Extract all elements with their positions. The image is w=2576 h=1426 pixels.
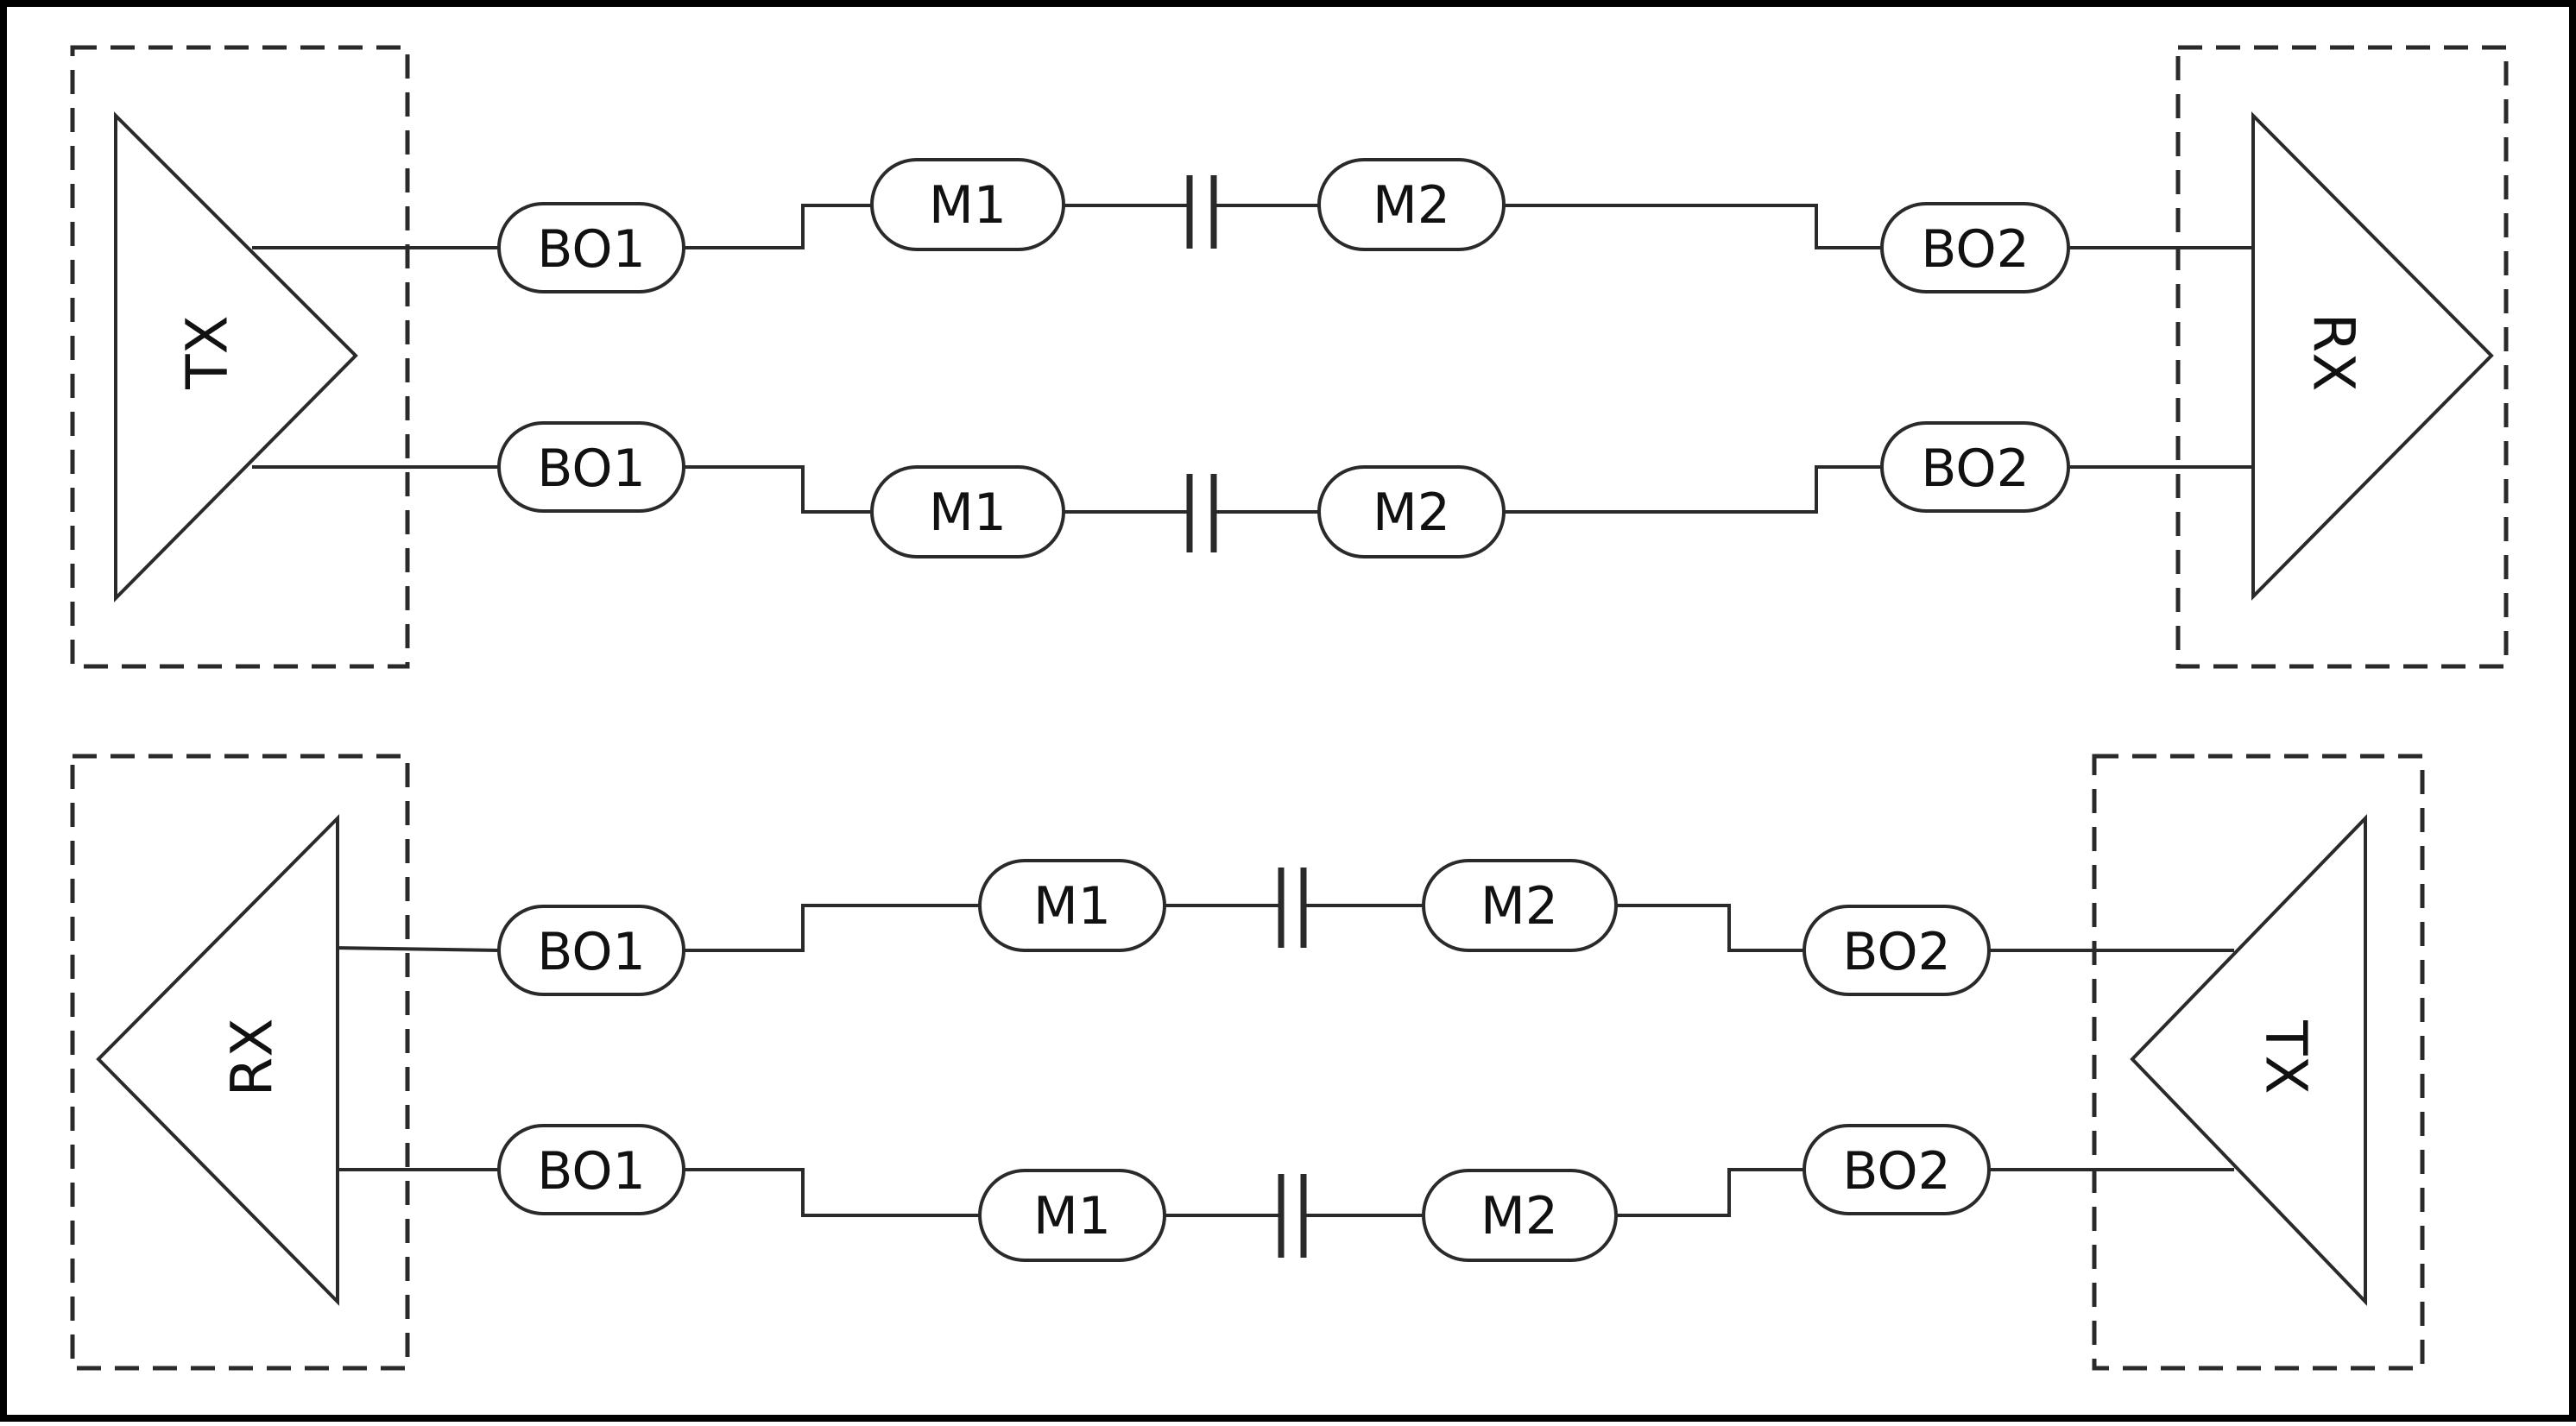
- top-tx-enclosure: [70, 45, 410, 669]
- top-lane-2-bo2-label: BO2: [1921, 439, 2030, 499]
- bottom-link: RX TX BO1 M1 M2 BO2 BO1: [70, 754, 2425, 1371]
- top-lane-1-bo1-pill: [497, 202, 685, 293]
- bottom-lane-1-m1-label: M1: [1033, 876, 1111, 937]
- top-rx-enclosure: [2175, 45, 2509, 669]
- top-lane-2-m1-pill: [870, 465, 1065, 558]
- top-lane-2: BO1 M1 M2 BO2: [497, 421, 2070, 558]
- bottom-tx-enclosure: [2092, 754, 2425, 1371]
- top-lane-2-bo1-pill: [497, 421, 685, 513]
- top-lane-1-m2-pill: [1317, 158, 1506, 251]
- top-lane-1-capacitor: [1186, 175, 1217, 249]
- tx-triangle-shape: [114, 111, 358, 603]
- top-lane-2-m2-pill: [1317, 465, 1506, 558]
- bottom-lane-2-m1-pill: [978, 1169, 1166, 1262]
- bottom-tx-amplifier: TX: [2130, 814, 2367, 1306]
- top-lane-2-capacitor: [1186, 474, 1217, 552]
- bottom-lane-1-m1-pill: [978, 859, 1166, 952]
- top-lane-2-wires: [252, 465, 2259, 514]
- bottom-lane-1-m2-label: M2: [1481, 876, 1558, 937]
- top-lane-1-m1-pill: [870, 158, 1065, 251]
- top-lane-2-bo2-pill: [1880, 421, 2070, 513]
- top-lane-1-bo2-pill: [1880, 202, 2070, 293]
- bottom-lane-1-bo1-label: BO1: [537, 922, 646, 982]
- bottom-lane-2-bo2-pill: [1803, 1124, 1991, 1215]
- bottom-lane-1-capacitor: [1278, 868, 1307, 948]
- tx-triangle-shape: [2130, 814, 2367, 1306]
- bottom-lane-1: BO1 M1 M2 BO2: [497, 859, 1991, 996]
- bottom-lane-2-bo1-label: BO1: [537, 1141, 646, 1202]
- bottom-lane-1-bo1-pill: [497, 905, 685, 996]
- bottom-lane-2-m2-pill: [1422, 1169, 1618, 1262]
- bottom-lane-1-bo2-label: BO2: [1842, 922, 1951, 982]
- top-link: TX RX BO1 M1 M2 BO2 BO1: [70, 45, 2509, 669]
- bottom-lane-2-bo1-pill: [497, 1124, 685, 1215]
- bottom-lane-2-m1-label: M1: [1033, 1186, 1111, 1246]
- top-lane-2-bo1-label: BO1: [537, 439, 646, 499]
- top-lane-1-m2-label: M2: [1373, 175, 1450, 236]
- bottom-lane-2-capacitor: [1278, 1174, 1307, 1258]
- rx-triangle-shape: [2251, 111, 2494, 601]
- top-tx-label: TX: [174, 315, 241, 390]
- top-lane-1: BO1 M1 M2 BO2: [497, 158, 2070, 293]
- top-lane-1-bo2-label: BO2: [1921, 219, 2030, 280]
- bottom-lane-1-bo2-pill: [1803, 905, 1991, 996]
- bottom-lane-2-wires: [332, 1168, 2234, 1217]
- bottom-lane-1-wires: [331, 904, 2234, 952]
- top-lane-1-wires: [252, 204, 2259, 249]
- top-tx-amplifier: TX: [114, 111, 358, 603]
- top-lane-2-m2-label: M2: [1373, 483, 1450, 543]
- bottom-rx-enclosure: [70, 754, 410, 1371]
- rx-triangle-shape: [96, 814, 339, 1306]
- bottom-lane-2: BO1 M1 M2 BO2: [497, 1124, 1991, 1262]
- top-lane-2-m1-label: M1: [929, 483, 1007, 543]
- bottom-lane-2-m2-label: M2: [1481, 1186, 1558, 1246]
- top-lane-1-m1-label: M1: [929, 175, 1007, 236]
- bottom-tx-label: TX: [2253, 1019, 2320, 1095]
- bottom-lane-2-bo2-label: BO2: [1842, 1141, 1951, 1202]
- top-rx-label: RX: [2301, 312, 2367, 391]
- top-lane-1-bo1-label: BO1: [537, 219, 646, 280]
- bottom-rx-amplifier: RX: [96, 814, 339, 1306]
- bottom-rx-label: RX: [219, 1018, 286, 1096]
- bottom-lane-1-m2-pill: [1422, 859, 1618, 952]
- top-rx-amplifier: RX: [2251, 111, 2494, 601]
